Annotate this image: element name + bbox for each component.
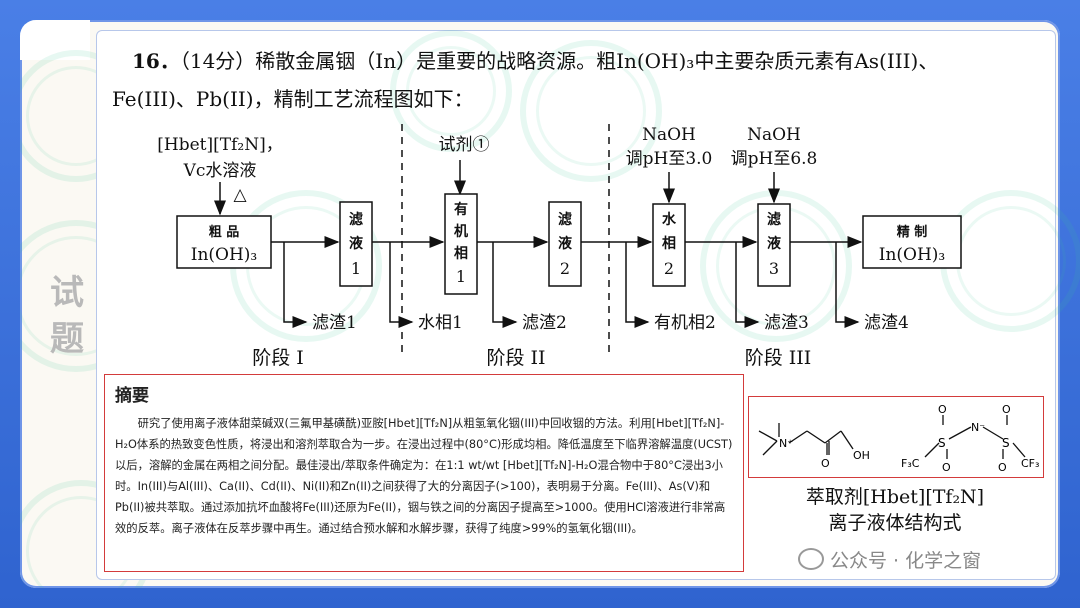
box-label: 相 <box>662 235 676 252</box>
box-aqueous-2 <box>652 203 686 287</box>
question-text: 16．（14分）稀散金属铟（In）是重要的战略资源。粗In(OH)₃中主要杂质元… <box>112 42 1052 118</box>
atom-label: OH <box>853 449 870 462</box>
atom-label: N⁻ <box>971 421 985 434</box>
box-crude <box>176 215 272 269</box>
box-label: In(OH)₃ <box>191 245 258 265</box>
box-organic-1 <box>444 193 478 295</box>
box-label: 有 <box>454 201 468 218</box>
caption-line: 离子液体结构式 <box>828 512 962 534</box>
wechat-icon <box>798 548 824 570</box>
box-filtrate-2 <box>548 201 582 287</box>
box-label: 水 <box>662 211 677 228</box>
atom-label: S <box>1002 436 1010 450</box>
reagent-label: NaOH <box>642 125 696 145</box>
box-label: 2 <box>560 259 570 278</box>
box-label: 3 <box>769 259 779 278</box>
caption-line: 萃取剂[Hbet][Tf₂N] <box>805 486 985 508</box>
atom-label: O <box>821 457 830 470</box>
box-label: 滤 <box>349 211 363 228</box>
box-label: 滤 <box>558 211 572 228</box>
abstract-heading: 摘要 <box>115 386 149 406</box>
output-label: 滤渣4 <box>864 313 909 333</box>
question-number: 16． <box>132 49 180 73</box>
stage-label: 阶段 III <box>745 347 812 369</box>
box-label: 滤 <box>767 211 781 228</box>
box-filtrate-1 <box>339 201 373 287</box>
structure-box: N⁺ O OH F₃C S O O N⁻ S O O CF₃ <box>748 396 1044 478</box>
atom-label: O <box>1002 403 1011 416</box>
stage-label: 阶段 I <box>252 347 304 369</box>
box-label: In(OH)₃ <box>879 245 946 265</box>
watermark-circle <box>520 40 662 182</box>
box-product <box>862 215 962 269</box>
atom-label: CF₃ <box>1021 457 1039 470</box>
output-label: 有机相2 <box>654 313 716 333</box>
output-label: 滤渣1 <box>312 313 357 333</box>
footer-watermark: 公众号 · 化学之窗 <box>798 546 981 573</box>
box-label: 液 <box>349 235 364 252</box>
atom-label: F₃C <box>901 457 920 470</box>
process-flow-diagram: [Hbet][Tf₂N]， Vc水溶液 △ 试剂① NaOH 调pH至3.0 N… <box>157 124 962 369</box>
box-label: 精 制 <box>897 224 928 240</box>
abstract-box: 摘要 研究了使用离子液体甜菜碱双(三氟甲基磺酰)亚胺[Hbet][Tf₂N]从粗… <box>104 374 744 572</box>
reagent-label: [Hbet][Tf₂N]， <box>157 135 282 155</box>
side-stamp: 试题 <box>50 273 84 359</box>
box-label: 液 <box>767 235 782 252</box>
reagent-label: 调pH至3.0 <box>626 149 713 169</box>
box-label: 相 <box>454 245 468 262</box>
output-label: 滤渣3 <box>764 313 809 333</box>
heat-symbol: △ <box>233 185 247 205</box>
box-label: 2 <box>664 259 674 278</box>
reagent-label: 调pH至6.8 <box>731 149 818 169</box>
watermark-circle <box>390 30 512 152</box>
output-label: 水相1 <box>418 313 463 333</box>
box-label: 液 <box>558 235 573 252</box>
reagent-label: NaOH <box>747 125 801 145</box>
atom-label: O <box>938 403 947 416</box>
structure-caption: 萃取剂[Hbet][Tf₂N] 离子液体结构式 <box>748 484 1042 536</box>
box-label: 1 <box>456 267 466 286</box>
question-intro: （14分）稀散金属铟（In）是重要的战略资源。粗In(OH)₃中主要杂质元素有A… <box>179 49 939 73</box>
atom-label: O <box>998 461 1007 474</box>
atom-label: N⁺ <box>779 437 793 450</box>
reagent-label: 试剂① <box>439 135 490 155</box>
atom-label: S <box>938 436 946 450</box>
stage-label: 阶段 II <box>486 347 545 369</box>
box-label: 粗 品 <box>209 224 240 240</box>
reagent-label: Vc水溶液 <box>183 161 257 181</box>
box-label: 机 <box>454 223 468 240</box>
question-line2: Fe(III)、Pb(II)，精制工艺流程图如下： <box>112 87 474 111</box>
output-label: 滤渣2 <box>522 313 567 333</box>
box-filtrate-3 <box>757 203 791 287</box>
abstract-text: 研究了使用离子液体甜菜碱双(三氟甲基磺酰)亚胺[Hbet][Tf₂N]从粗氢氧化… <box>115 417 733 535</box>
atom-label: O <box>942 461 951 474</box>
footer-text: 公众号 · 化学之窗 <box>830 550 982 572</box>
ionic-liquid-structure: N⁺ O OH F₃C S O O N⁻ S O O CF₃ <box>758 403 1039 474</box>
box-label: 1 <box>351 259 361 278</box>
